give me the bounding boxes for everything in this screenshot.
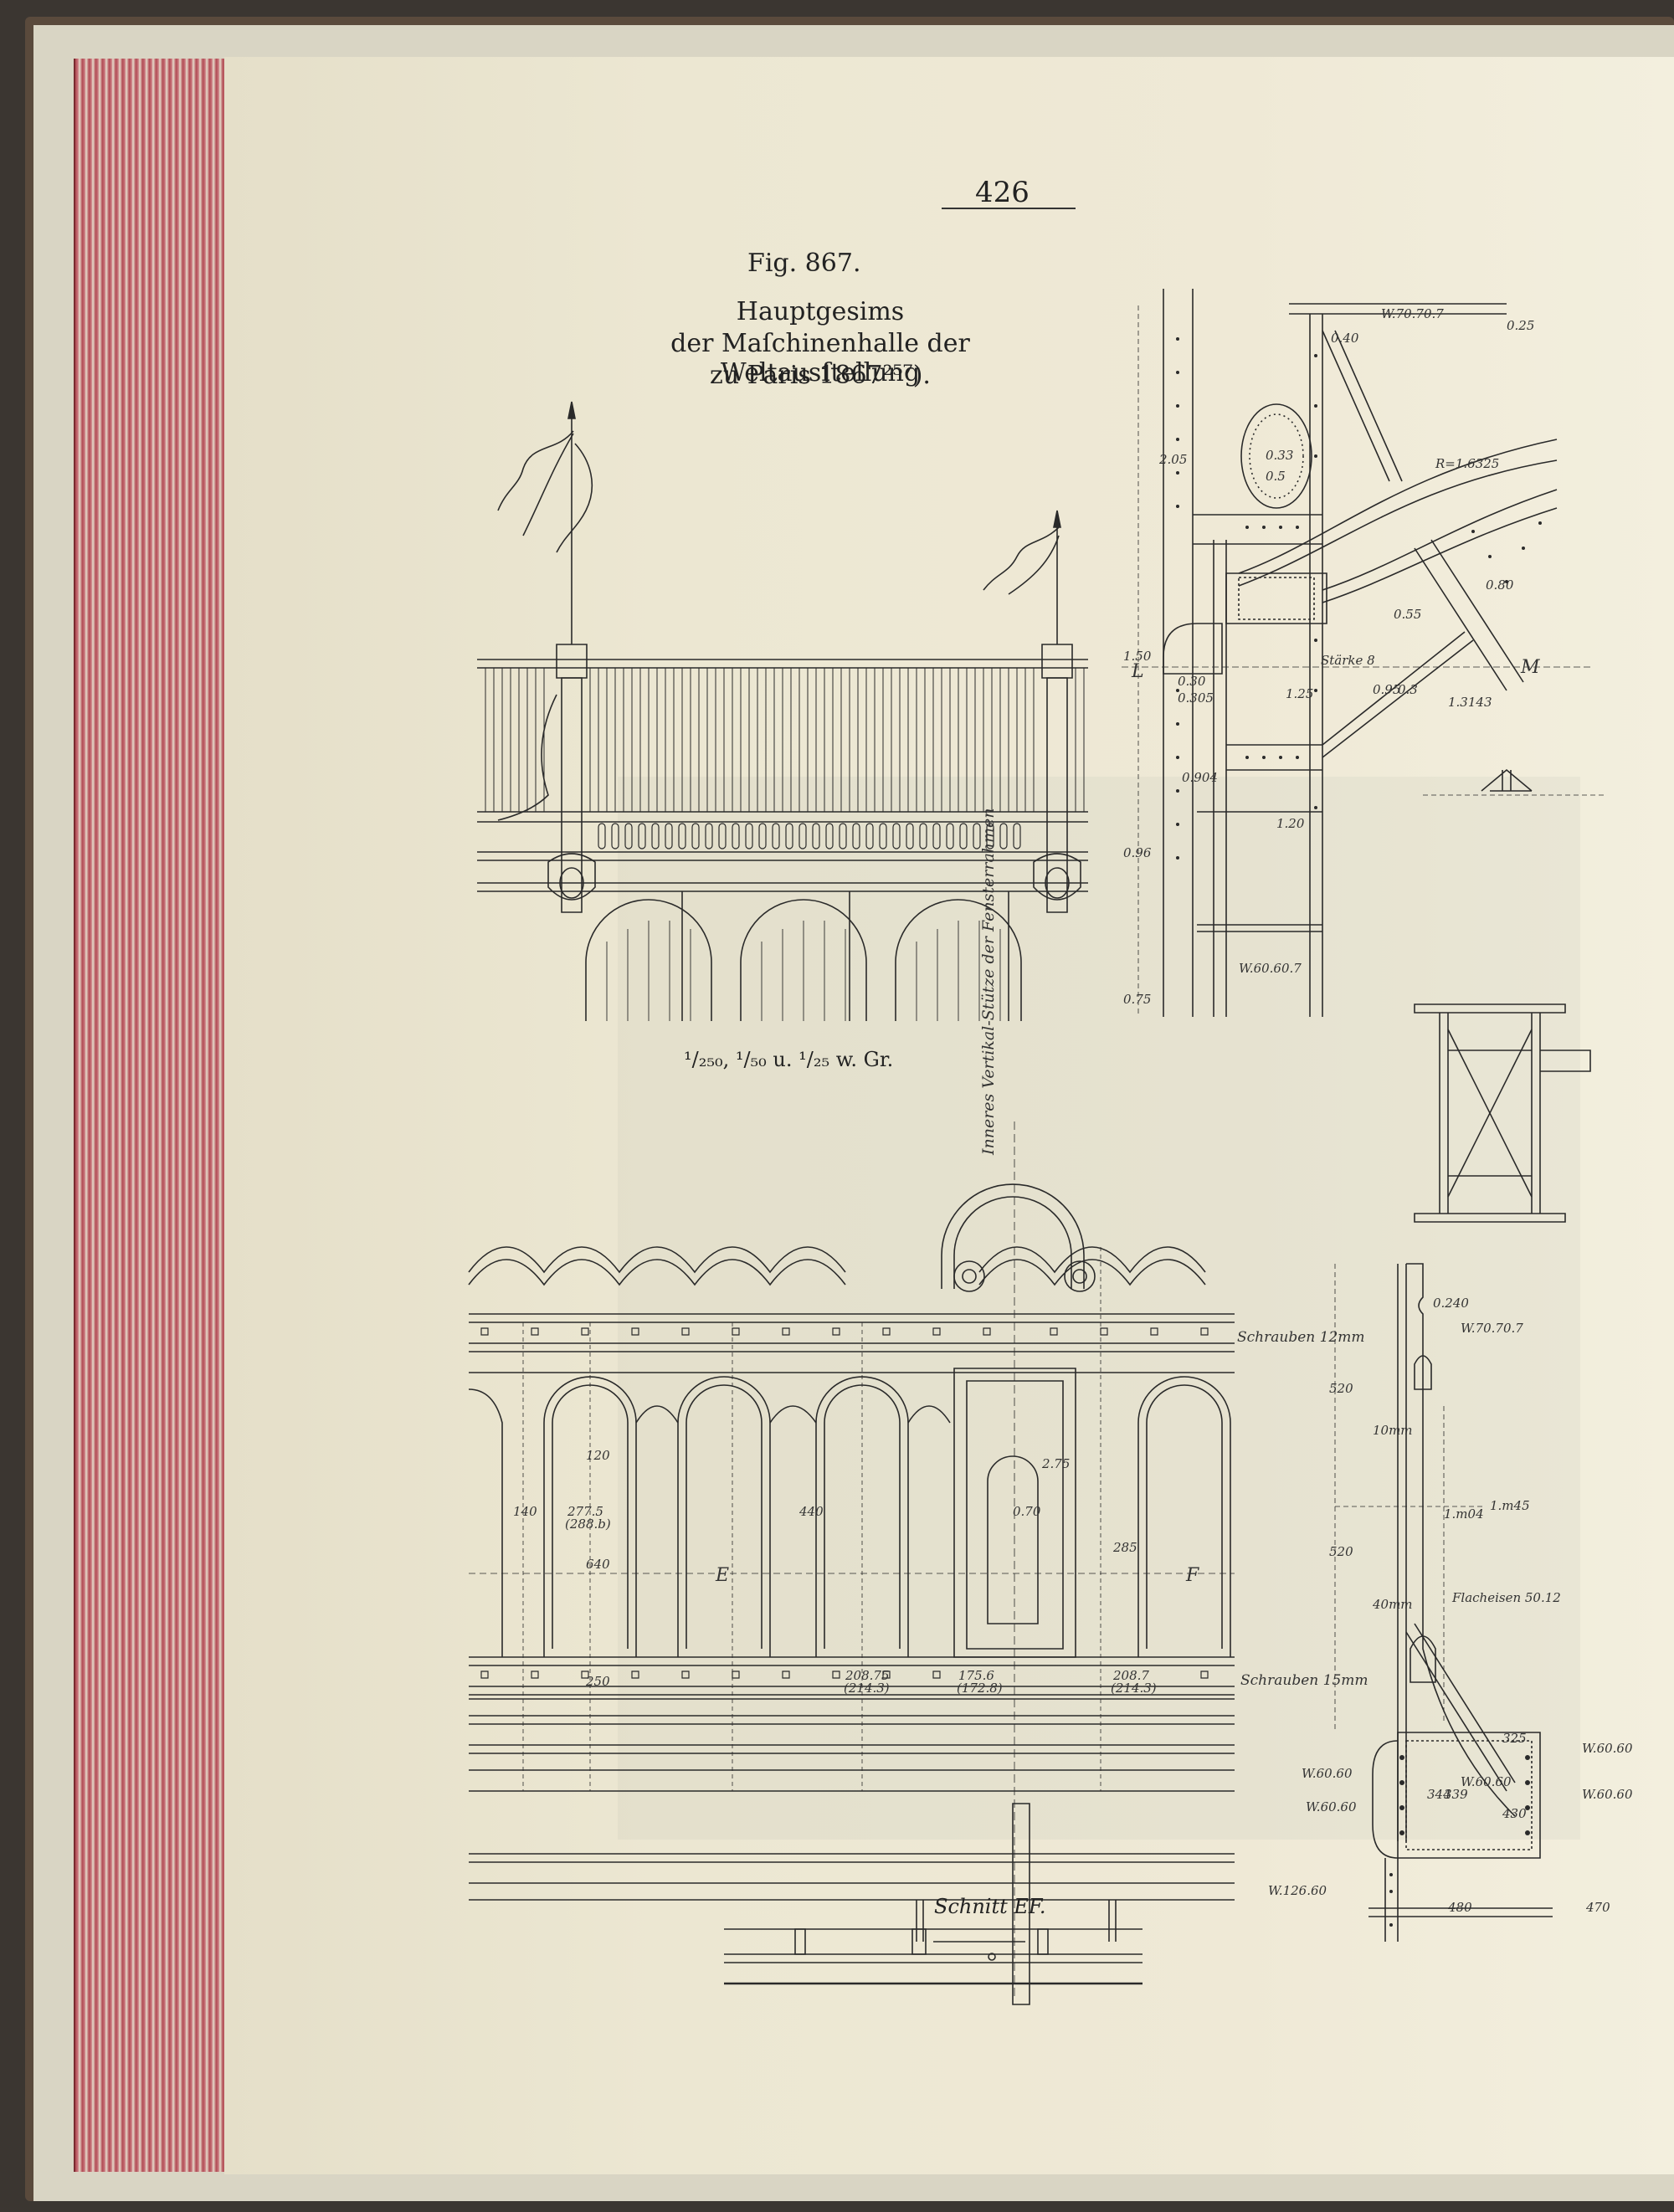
- annotation: 0.240: [1433, 1296, 1469, 1311]
- annotation: 250: [586, 1674, 610, 1689]
- window-elevation-drawing: [465, 1121, 1239, 2000]
- cornice-elevation-drawing: [473, 393, 1092, 1025]
- profile-section-drawing: [1318, 1255, 1636, 1950]
- annotation: W.60.60: [1302, 1766, 1353, 1781]
- annotation: 277.5: [567, 1504, 603, 1519]
- annotation: W.60.60.7: [1239, 961, 1302, 976]
- annotation: F: [1186, 1565, 1199, 1586]
- annotation: 0.55: [1394, 607, 1422, 622]
- annotation: R=1.6325: [1435, 456, 1500, 471]
- caption-line-2: der Maſchinenhalle der Weltausſtellung: [670, 329, 970, 387]
- annotation: 0.96: [1123, 845, 1152, 860]
- annotation: 0.70: [1013, 1504, 1041, 1519]
- annotation: W.60.60: [1582, 1741, 1633, 1756]
- annotation: 339: [1444, 1787, 1468, 1802]
- section-label: Schnitt EF.: [934, 1895, 1046, 1918]
- annotation: 344: [1427, 1787, 1451, 1802]
- annotation: Schrauben 12mm: [1237, 1329, 1365, 1346]
- annotation: 430: [1502, 1806, 1527, 1821]
- annotation: Inneres Vertikal-Stütze der Fensterrahme…: [979, 808, 998, 1155]
- annotation: 0.5: [1266, 469, 1286, 484]
- annotation: (172.8): [957, 1681, 1003, 1696]
- annotation: 0.80: [1486, 577, 1514, 593]
- annotation: 2.05: [1159, 452, 1188, 467]
- page-edges: [74, 59, 243, 2172]
- annotation: 1.3143: [1448, 695, 1492, 710]
- bleed-through-shade: [618, 777, 1580, 1840]
- section-ef-drawing: [724, 1917, 1143, 1992]
- scale-note: ¹/₂₅₀, ¹/₅₀ u. ¹/₂₅ w. Gr.: [684, 1048, 894, 1071]
- annotation: 1.m04: [1444, 1506, 1484, 1522]
- book-page: [224, 57, 1674, 2174]
- bracing-detail-drawing: [1410, 1000, 1603, 1234]
- annotation: 0.95: [1373, 682, 1401, 697]
- annotation: 1.50: [1123, 649, 1152, 664]
- annotation: 0.75: [1123, 992, 1152, 1007]
- annotation: 520: [1329, 1381, 1353, 1396]
- annotation: W.60.60: [1306, 1799, 1357, 1814]
- annotation: 285: [1113, 1540, 1137, 1555]
- annotation: W.70.70.7: [1461, 1321, 1523, 1336]
- annotation: W.70.70.7: [1381, 306, 1444, 321]
- annotation: Schrauben 15mm: [1240, 1672, 1368, 1689]
- annotation: 325: [1502, 1731, 1527, 1746]
- annotation: 0.3: [1398, 682, 1418, 697]
- annotation: (214.3): [1111, 1681, 1157, 1696]
- page-number-rule: [942, 208, 1076, 209]
- annotation: 0.40: [1331, 331, 1359, 346]
- annotation: (214.3): [844, 1681, 890, 1696]
- annotation: 0.33: [1266, 448, 1294, 463]
- annotation: W.60.60: [1461, 1774, 1512, 1789]
- annotation: E: [716, 1565, 730, 1586]
- annotation: 0.305: [1178, 690, 1214, 706]
- annotation: 2.75: [1042, 1456, 1071, 1471]
- annotation: 1.m45: [1490, 1498, 1530, 1513]
- annotation: 0.30: [1178, 674, 1206, 689]
- annotation: 1.20: [1276, 816, 1305, 831]
- caption-line-1: Hauptgesims: [736, 297, 905, 326]
- annotation: 208.75: [845, 1668, 890, 1683]
- annotation: 470: [1586, 1900, 1610, 1915]
- annotation: 40mm: [1373, 1597, 1413, 1612]
- annotation: 120: [586, 1448, 610, 1463]
- annotation: M: [1521, 657, 1540, 678]
- annotation: L: [1132, 661, 1144, 682]
- annotation: 640: [586, 1557, 610, 1572]
- annotation: W.60.60: [1582, 1787, 1633, 1802]
- annotation: 140: [513, 1504, 537, 1519]
- page-number: 426: [975, 176, 1030, 209]
- figure-label: Fig. 867.: [747, 249, 861, 278]
- annotation: 480: [1448, 1900, 1472, 1915]
- annotation: W.126.60: [1268, 1883, 1327, 1898]
- annotation: 1.25: [1286, 686, 1314, 701]
- annotation: 10mm: [1373, 1423, 1413, 1438]
- cornice-section-drawing: [1122, 289, 1624, 1025]
- annotation: Flacheisen 50.12: [1452, 1590, 1561, 1605]
- annotation: (288.b): [565, 1517, 611, 1532]
- annotation: Stärke 8: [1321, 653, 1375, 668]
- annotation: 175.6: [958, 1668, 994, 1683]
- annotation: 208.7: [1113, 1668, 1149, 1683]
- annotation: 440: [799, 1504, 824, 1519]
- annotation: 0.25: [1507, 318, 1535, 333]
- annotation: 520: [1329, 1544, 1353, 1559]
- annotation: 0.904: [1182, 770, 1218, 785]
- caption-line-3: zu Paris 1867²⁵⁷).: [710, 361, 931, 390]
